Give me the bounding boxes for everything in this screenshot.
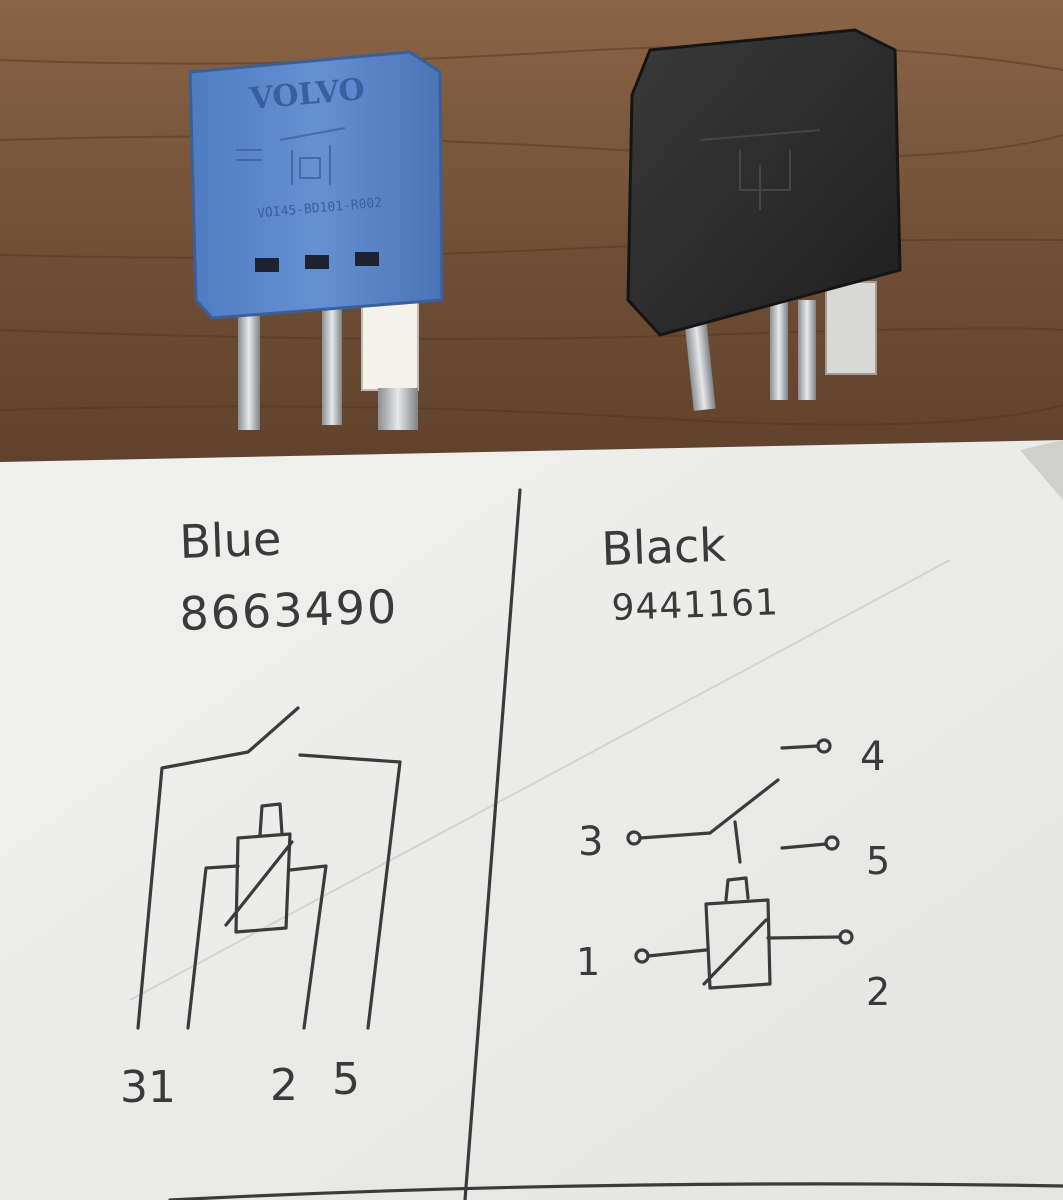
blue-relay-body — [188, 50, 444, 320]
blue-pin-31: 31 — [120, 1062, 176, 1113]
blue-note-part-number: 8663490 — [178, 579, 399, 641]
black-relay-schematic — [626, 738, 854, 990]
blue-relay-embossed-schematic — [236, 127, 346, 185]
blue-note: Blue 8663490 31 2 5 — [120, 511, 402, 1113]
black-relay-pin-2 — [770, 290, 788, 400]
black-note-title: Black — [600, 518, 727, 576]
black-relay-embossed-schematic — [699, 129, 821, 210]
blue-relay-slot-2 — [305, 255, 329, 269]
blue-pin-2: 2 — [270, 1060, 298, 1111]
blue-relay-slot-1 — [255, 258, 279, 272]
black-relay-pin-large — [825, 281, 877, 375]
paper-sheet — [0, 440, 1063, 1200]
paper-fold-line — [129, 559, 951, 1001]
blue-relay-pin-left — [238, 300, 260, 430]
wooden-table — [0, 0, 1063, 520]
blue-pin-5: 5 — [332, 1054, 360, 1105]
blue-relay-schematic — [136, 706, 402, 1030]
black-relay-pin-3 — [798, 300, 816, 400]
black-pin-1: 1 — [576, 940, 600, 984]
blue-relay: VOLVO VOI45-BD101-R002 — [188, 50, 444, 430]
black-pin-5: 5 — [866, 839, 890, 883]
black-note: Black 9441161 1 2 3 4 5 — [576, 518, 890, 1014]
black-note-part-number: 9441161 — [611, 582, 780, 629]
paper-bottom-line — [168, 1182, 1063, 1200]
black-pin-4: 4 — [860, 734, 885, 780]
black-pin-3: 3 — [578, 819, 603, 865]
blue-relay-pin-middle — [322, 300, 342, 425]
black-relay — [626, 28, 902, 411]
black-pin-2: 2 — [866, 970, 890, 1014]
black-relay-body — [626, 28, 902, 337]
blue-note-title: Blue — [178, 511, 282, 569]
paper-divider-line — [463, 488, 522, 1200]
wood-grain — [0, 45, 1063, 426]
blue-relay-pin-large — [361, 299, 419, 391]
blue-relay-pin-tip — [378, 388, 418, 430]
blue-relay-slot-3 — [355, 252, 379, 266]
